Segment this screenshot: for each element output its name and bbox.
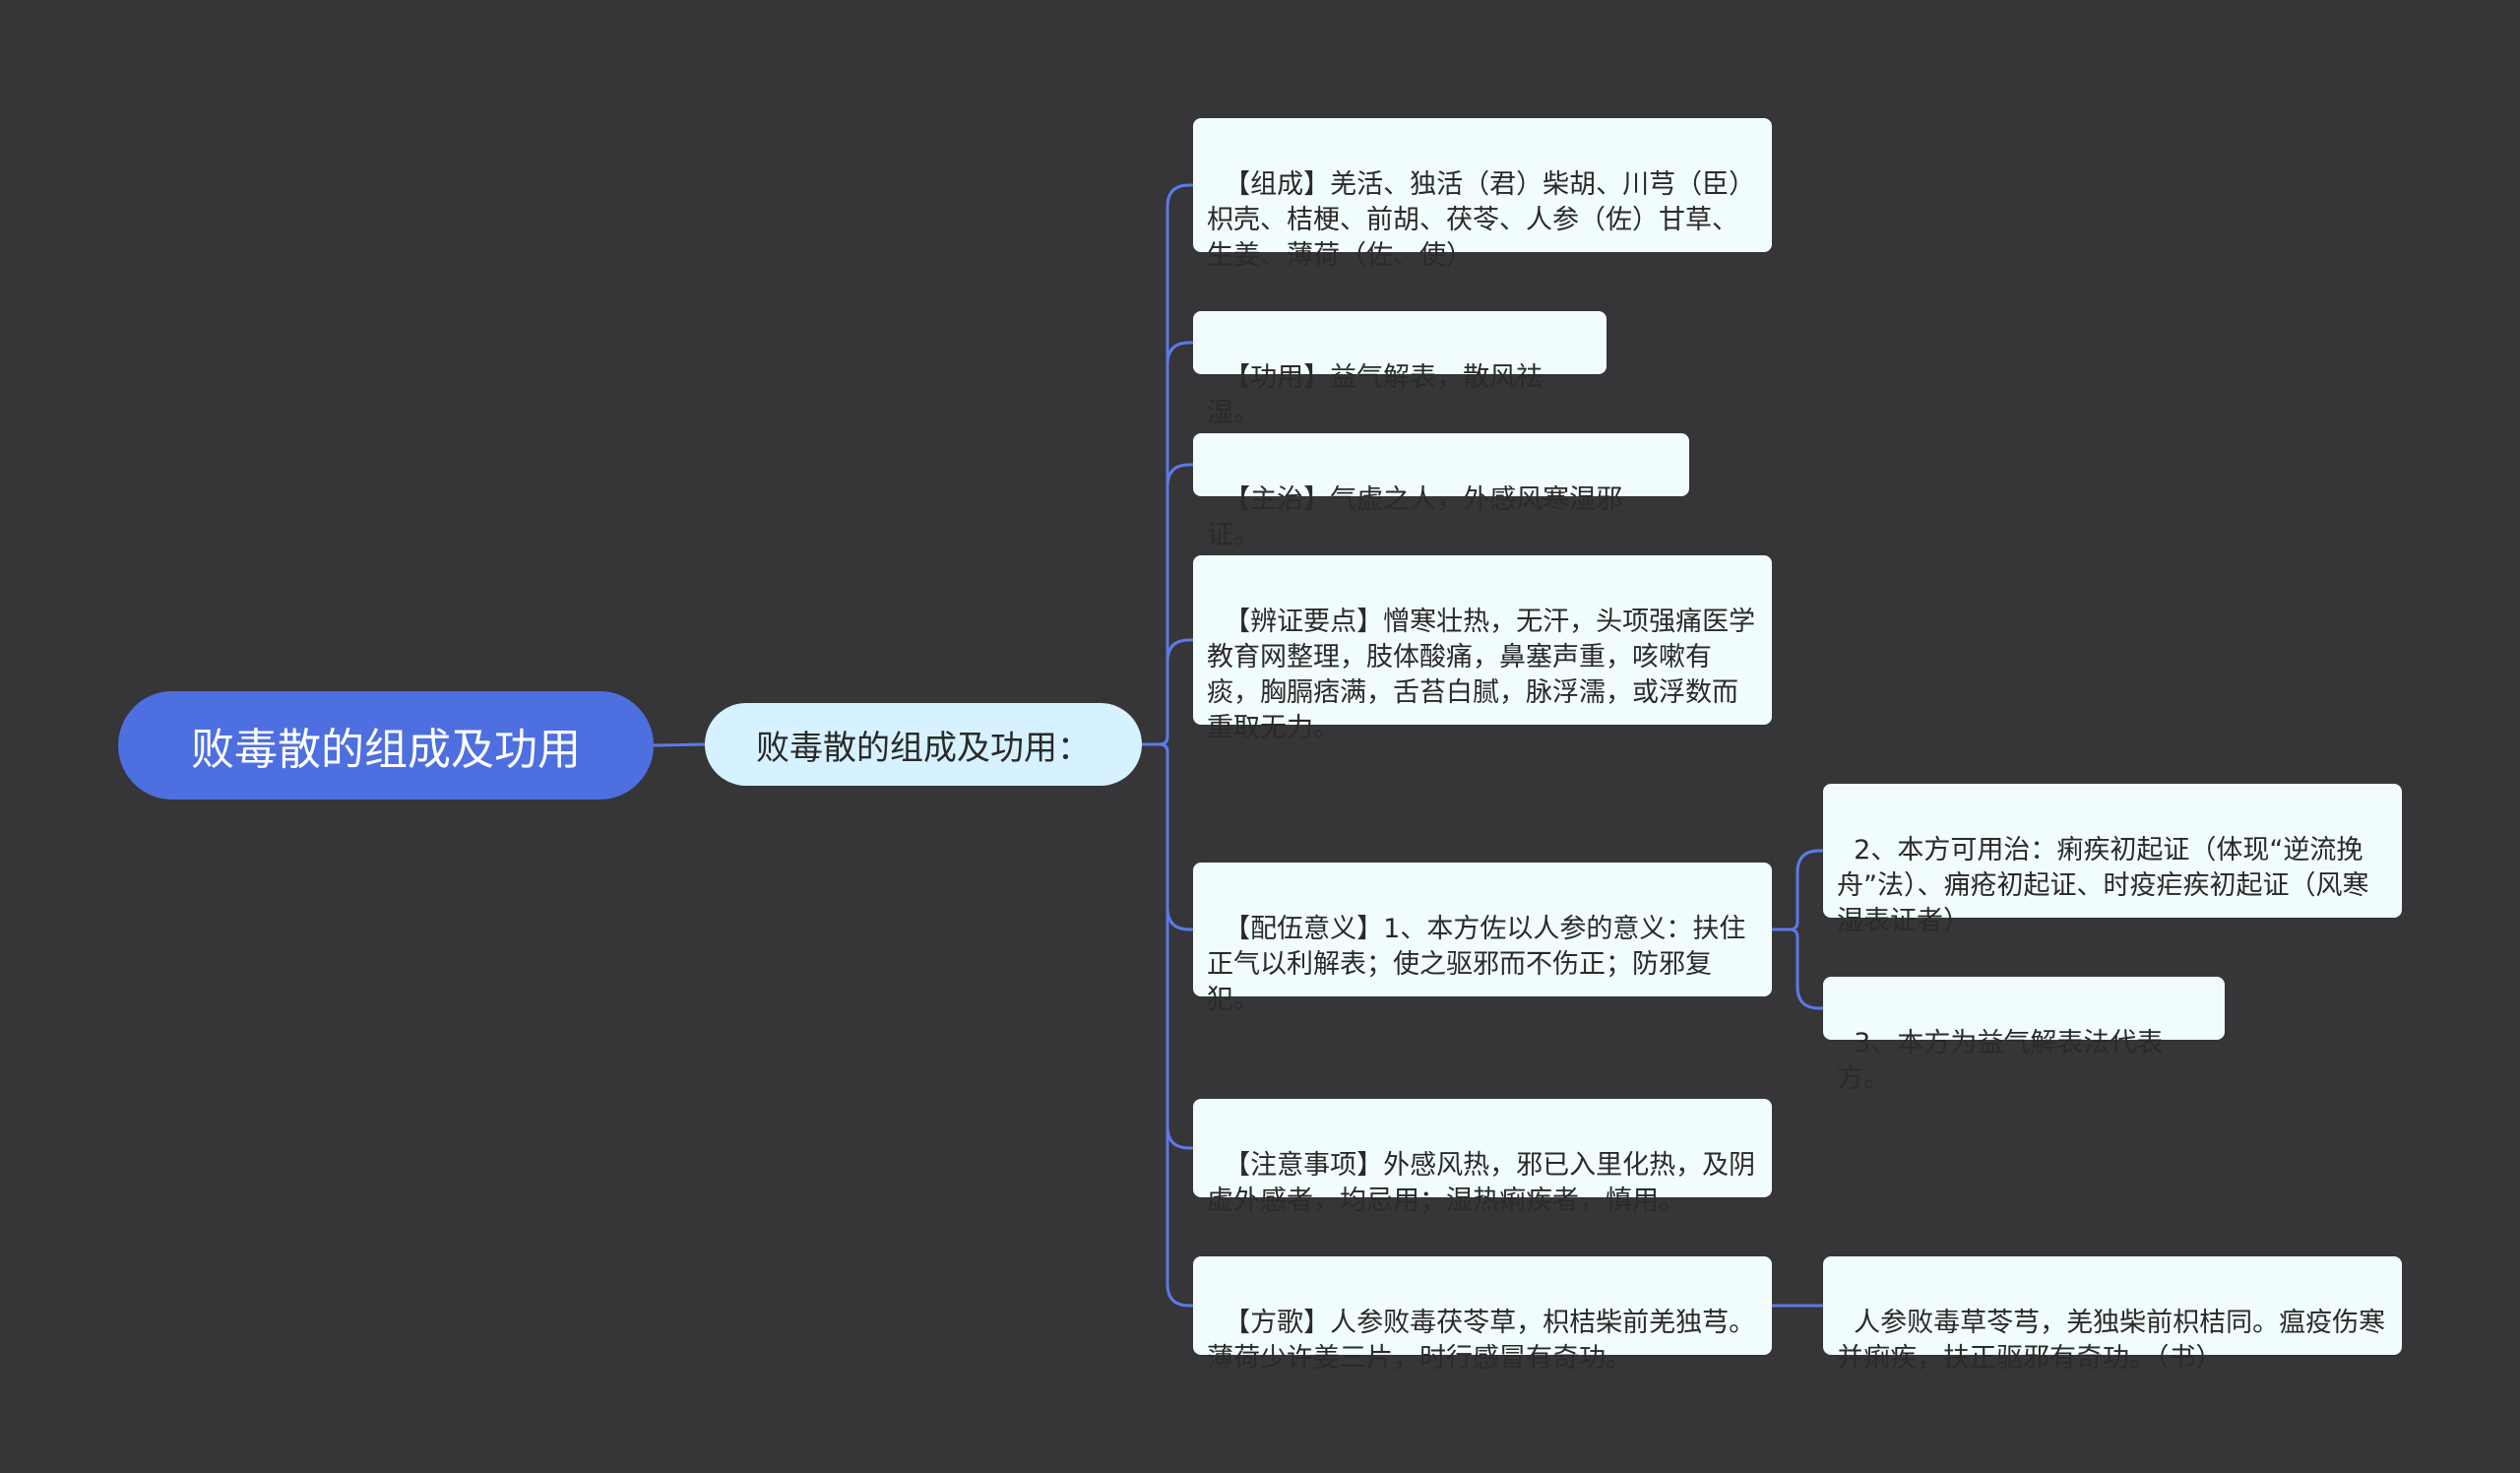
branch-text: 【注意事项】外感风热，邪已入里化热，及阴虚外感者，均忌用；湿热痢疾者，慎用。 bbox=[1207, 1150, 1756, 1216]
branch-text: 【主治】气虚之人，外感风寒湿邪证。 bbox=[1207, 484, 1623, 550]
branch-text: 【配伍意义】1、本方佐以人参的意义：扶住正气以利解表；使之驱邪而不伤正；防邪复犯… bbox=[1207, 914, 1746, 1015]
root-to-subtopic-connector bbox=[653, 742, 706, 747]
sub-branch-text: 2、本方可用治：痢疾初起证（体现“逆流挽舟”法）、痈疮初起证、时疫疟疾初起证（风… bbox=[1837, 835, 2369, 936]
branch-node-key-points[interactable]: 【辨证要点】憎寒壮热，无汗，头项强痛医学教育网整理，肢体酸痛，鼻塞声重，咳嗽有痰… bbox=[1193, 555, 1772, 743]
branch-text: 【组成】羌活、独活（君）柴胡、川芎（臣）枳壳、桔梗、前胡、茯苓、人参（佐）甘草、… bbox=[1207, 169, 1756, 271]
branch-text: 【辨证要点】憎寒壮热，无汗，头项强痛医学教育网整理，肢体酸痛，鼻塞声重，咳嗽有痰… bbox=[1207, 607, 1756, 743]
branch-node-composition[interactable]: 【组成】羌活、独活（君）柴胡、川芎（臣）枳壳、桔梗、前胡、茯苓、人参（佐）甘草、… bbox=[1193, 118, 1772, 271]
branch-node-function[interactable]: 【功用】益气解表，散风祛湿。 bbox=[1193, 311, 1606, 428]
subtopic-to-branch-connector bbox=[1142, 638, 1193, 746]
sub-branch-text: 人参败毒草苓芎，羌独柴前枳桔同。瘟疫伤寒并痢疾，扶正驱邪有奇功。（书） bbox=[1837, 1308, 2386, 1374]
sub-branch-node-representative[interactable]: 3、本方为益气解表法代表方。 bbox=[1823, 977, 2225, 1094]
branch-to-sub-branch-connector bbox=[1772, 928, 1823, 1010]
sub-branch-node-usage[interactable]: 2、本方可用治：痢疾初起证（体现“逆流挽舟”法）、痈疮初起证、时疫疟疾初起证（风… bbox=[1823, 784, 2402, 936]
branch-node-compatibility[interactable]: 【配伍意义】1、本方佐以人参的意义：扶住正气以利解表；使之驱邪而不伤正；防邪复犯… bbox=[1193, 863, 1772, 1015]
branch-node-formula-song[interactable]: 【方歌】人参败毒茯苓草，枳桔柴前羌独芎。薄荷少许姜三片，时行感冒有奇功。 bbox=[1193, 1256, 1772, 1374]
branch-node-indication[interactable]: 【主治】气虚之人，外感风寒湿邪证。 bbox=[1193, 433, 1689, 550]
branch-text: 【方歌】人参败毒茯苓草，枳桔柴前羌独芎。薄荷少许姜三片，时行感冒有奇功。 bbox=[1207, 1308, 1756, 1374]
branch-to-sub-branch-connector bbox=[1772, 849, 1823, 931]
branch-text: 【功用】益气解表，散风祛湿。 bbox=[1207, 362, 1544, 428]
subtopic-to-branch-connector bbox=[1142, 742, 1193, 1308]
subtopic-node[interactable]: 败毒散的组成及功用： bbox=[705, 703, 1142, 786]
root-node-label: 败毒散的组成及功用 bbox=[191, 725, 581, 775]
root-node[interactable]: 败毒散的组成及功用 bbox=[118, 691, 654, 800]
sub-branch-text: 3、本方为益气解表法代表方。 bbox=[1837, 1028, 2164, 1094]
subtopic-node-label: 败毒散的组成及功用： bbox=[756, 728, 1091, 768]
branch-node-precautions[interactable]: 【注意事项】外感风热，邪已入里化热，及阴虚外感者，均忌用；湿热痢疾者，慎用。 bbox=[1193, 1099, 1772, 1216]
sub-branch-node-song-variant[interactable]: 人参败毒草苓芎，羌独柴前枳桔同。瘟疫伤寒并痢疾，扶正驱邪有奇功。（书） bbox=[1823, 1256, 2402, 1374]
